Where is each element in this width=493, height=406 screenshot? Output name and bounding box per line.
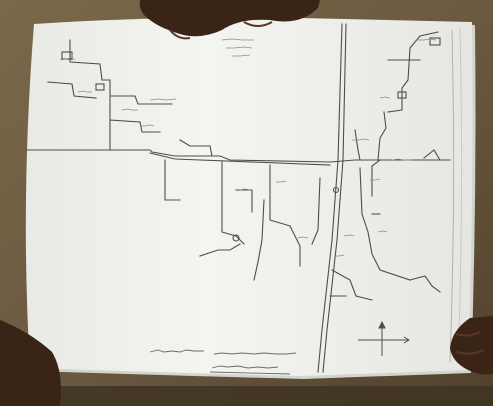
branch-upper-right (387, 31, 439, 113)
label-scribble (343, 234, 355, 237)
branch-upper-left-3 (109, 95, 173, 105)
drop-line (199, 243, 241, 257)
paper-fold-line (457, 27, 463, 365)
paper-sheet (25, 17, 473, 376)
label-scribble (59, 58, 76, 61)
label-scribble (334, 254, 345, 257)
main-trunk-line-2 (149, 152, 331, 166)
drop-line (221, 161, 245, 245)
branch-centre-top-2 (354, 129, 361, 161)
branch-centre-top (179, 139, 213, 157)
drop-line (164, 159, 181, 201)
drop-line (311, 177, 321, 245)
title-block-scribbles (149, 349, 297, 375)
floor-strip (0, 386, 493, 406)
title-scribble (149, 349, 204, 353)
annotation-scribbles (59, 38, 437, 257)
node-box (429, 37, 441, 46)
node-box (397, 91, 407, 99)
drop-line (331, 269, 373, 301)
paper-border-line (449, 29, 454, 363)
label-scribble (379, 96, 391, 99)
title-underline (209, 371, 291, 375)
network-schematic (25, 23, 451, 373)
label-scribble (391, 158, 412, 161)
node-circle (332, 186, 340, 194)
label-scribble (77, 90, 92, 93)
label-scribble (370, 178, 381, 181)
compass-rose-icon (358, 320, 410, 356)
hand-bottom-left (0, 320, 61, 406)
drop-line (423, 149, 441, 161)
drop-line (269, 164, 291, 227)
drop-line (359, 167, 411, 281)
branch-upper-left-2 (47, 81, 97, 99)
drop-line (371, 159, 381, 197)
main-trunk-line (25, 149, 451, 163)
node-box (95, 83, 105, 91)
label-scribble (276, 180, 287, 183)
vertical-main-line-2 (322, 23, 347, 373)
label-scribble (221, 38, 254, 41)
hand-bottom-right-fingers (455, 331, 485, 355)
label-scribble (121, 108, 138, 111)
hand-top-fingers (169, 21, 273, 40)
title-scribble (213, 352, 297, 355)
vertical-main-line (317, 23, 343, 373)
label-scribble (140, 124, 155, 127)
label-scribble (149, 98, 177, 101)
label-scribble (352, 138, 370, 141)
title-scribble-underlined (211, 365, 279, 369)
label-scribble (226, 46, 253, 49)
branch-upper-right-2 (377, 111, 387, 161)
node-circle (232, 234, 240, 242)
label-scribble (377, 230, 388, 233)
hand-top (139, 0, 320, 37)
branch-upper-left (69, 39, 111, 151)
branch-upper-left-4 (109, 119, 161, 133)
drop-line (253, 199, 265, 281)
label-scribble (418, 38, 437, 41)
label-scribble (297, 236, 309, 239)
drop-line (289, 225, 301, 267)
label-scribble (232, 54, 251, 57)
label-scribble (239, 188, 251, 191)
drop-line (409, 275, 441, 293)
hand-bottom-right (450, 316, 493, 375)
